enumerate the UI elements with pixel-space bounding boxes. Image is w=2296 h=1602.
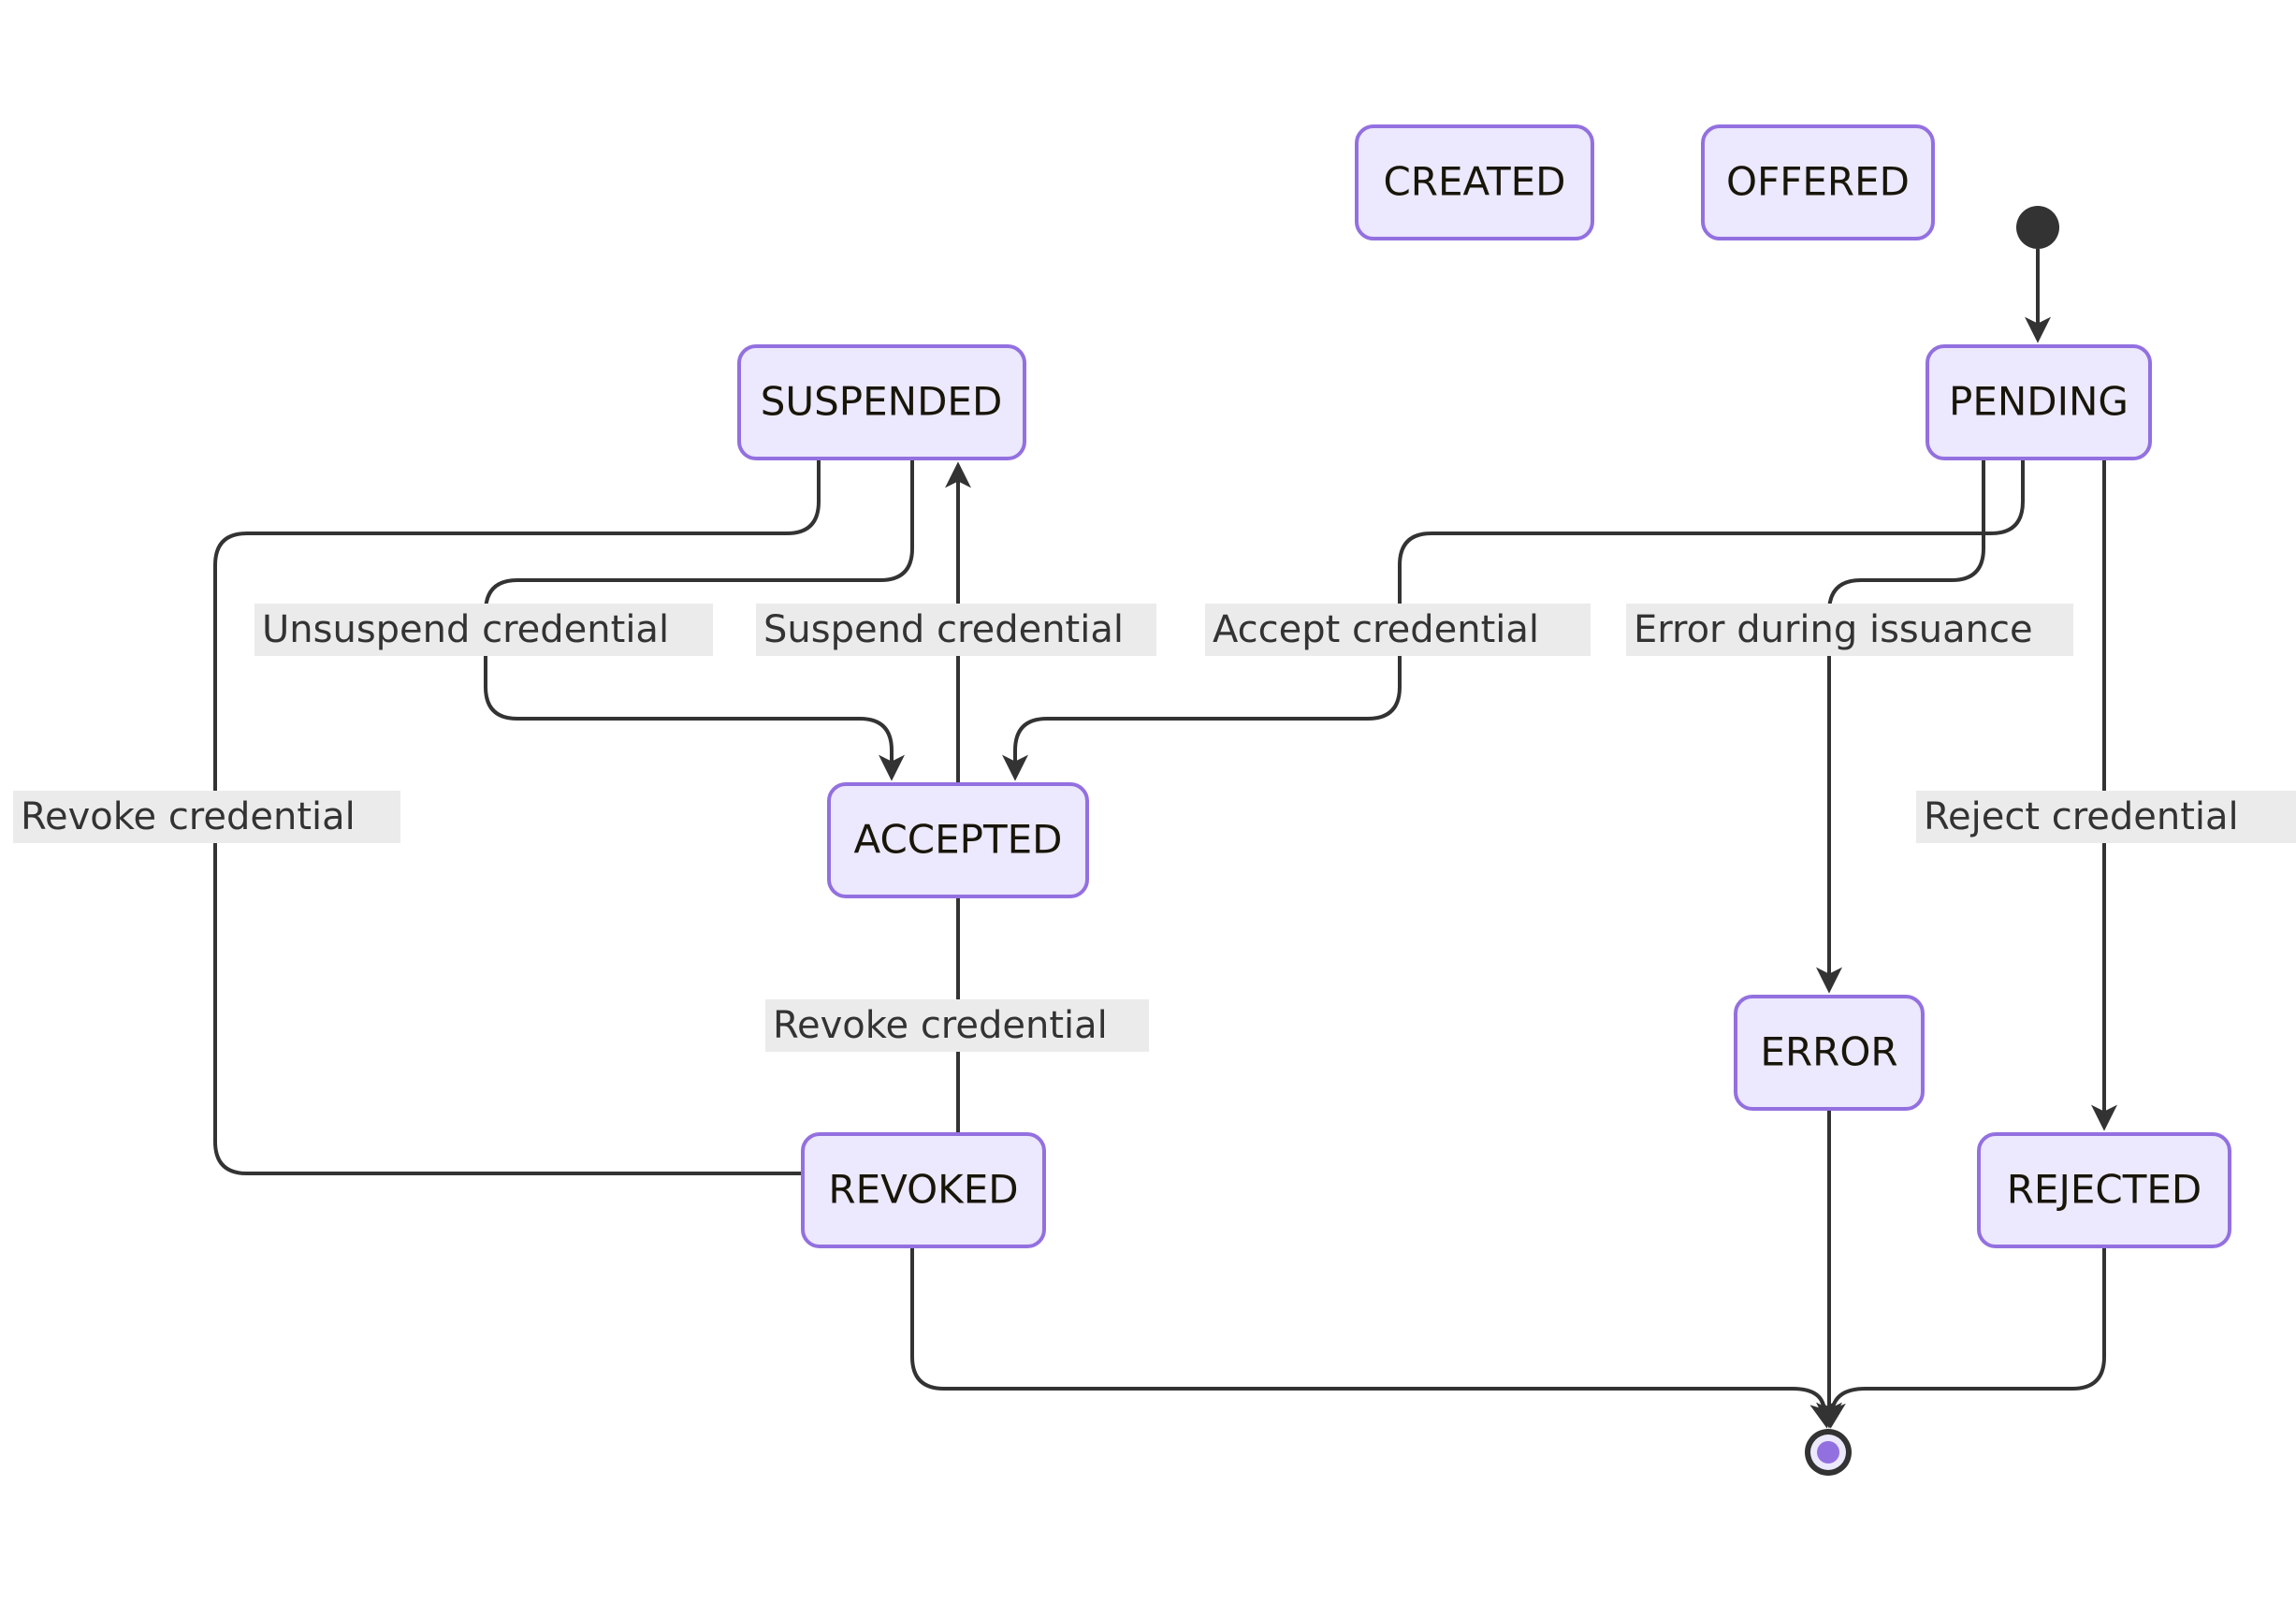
state-node-created[interactable]: CREATED bbox=[1355, 124, 1594, 240]
end-state-inner-circle-icon bbox=[1817, 1441, 1839, 1464]
edge-label-pending-to-rejected: Reject credential bbox=[1916, 791, 2296, 843]
state-node-offered-rect[interactable] bbox=[1701, 124, 1935, 240]
state-node-revoked-rect[interactable] bbox=[801, 1132, 1046, 1248]
state-node-offered[interactable]: OFFERED bbox=[1701, 124, 1935, 240]
edge-suspended-to-revoked bbox=[213, 459, 886, 1238]
state-node-revoked-label: REVOKED bbox=[828, 1167, 1018, 1213]
state-node-pending-label: PENDING bbox=[1949, 379, 2129, 425]
state-node-offered-label: OFFERED bbox=[1726, 159, 1910, 205]
edge-label-pending-to-accepted: Accept credential bbox=[1205, 604, 1591, 656]
state-node-accepted-label: ACCEPTED bbox=[853, 817, 1062, 863]
edge-label-text: Suspend credential bbox=[763, 608, 1124, 651]
state-node-error[interactable]: ERROR bbox=[1734, 995, 1925, 1111]
edge-revoked-to-end bbox=[910, 1246, 1836, 1429]
state-node-accepted-rect[interactable] bbox=[827, 782, 1089, 898]
edge-label-text: Error during issuance bbox=[1634, 608, 2033, 651]
edge-pending-to-error bbox=[1816, 459, 1985, 994]
state-node-suspended-label: SUSPENDED bbox=[761, 379, 1003, 425]
state-node-rejected[interactable]: REJECTED bbox=[1977, 1132, 2231, 1248]
state-node-pending-rect[interactable] bbox=[1925, 344, 2152, 460]
edges-layer bbox=[213, 249, 2117, 1429]
edge-label-text: Revoke credential bbox=[773, 1004, 1108, 1047]
start-state-circle-icon bbox=[2016, 206, 2059, 249]
edge-label-text: Reject credential bbox=[1924, 795, 2239, 838]
state-node-accepted[interactable]: ACCEPTED bbox=[827, 782, 1089, 898]
state-node-suspended[interactable]: SUSPENDED bbox=[737, 344, 1026, 460]
state-node-pending[interactable]: PENDING bbox=[1925, 344, 2152, 460]
edge-label-suspended-to-revoked: Revoke credential bbox=[13, 791, 400, 843]
edge-labels-layer: Revoke credential Unsuspend credential S… bbox=[13, 604, 2296, 1052]
edge-label-accepted-to-revoked: Revoke credential bbox=[765, 999, 1149, 1052]
state-node-revoked[interactable]: REVOKED bbox=[801, 1132, 1046, 1248]
edge-label-accepted-to-suspended: Suspend credential bbox=[756, 604, 1156, 656]
state-node-error-label: ERROR bbox=[1760, 1029, 1897, 1075]
edge-label-text: Unsuspend credential bbox=[262, 608, 669, 651]
state-node-rejected-rect[interactable] bbox=[1977, 1132, 2231, 1248]
state-node-suspended-rect[interactable] bbox=[737, 344, 1026, 460]
state-node-error-rect[interactable] bbox=[1734, 995, 1925, 1111]
edge-label-pending-to-error: Error during issuance bbox=[1626, 604, 2073, 656]
end-state-node bbox=[1805, 1429, 1852, 1476]
state-node-created-label: CREATED bbox=[1383, 159, 1565, 205]
edge-label-text: Accept credential bbox=[1213, 608, 1539, 651]
state-node-rejected-label: REJECTED bbox=[2007, 1167, 2202, 1213]
edge-label-suspended-to-accepted: Unsuspend credential bbox=[254, 604, 713, 656]
edge-rejected-to-end bbox=[1819, 1246, 2106, 1429]
start-state-node bbox=[2016, 206, 2059, 249]
state-node-created-rect[interactable] bbox=[1355, 124, 1594, 240]
states-layer: CREATED OFFERED SUSPENDED PENDING ACCEPT… bbox=[737, 124, 2231, 1248]
edge-label-text: Revoke credential bbox=[21, 795, 356, 838]
